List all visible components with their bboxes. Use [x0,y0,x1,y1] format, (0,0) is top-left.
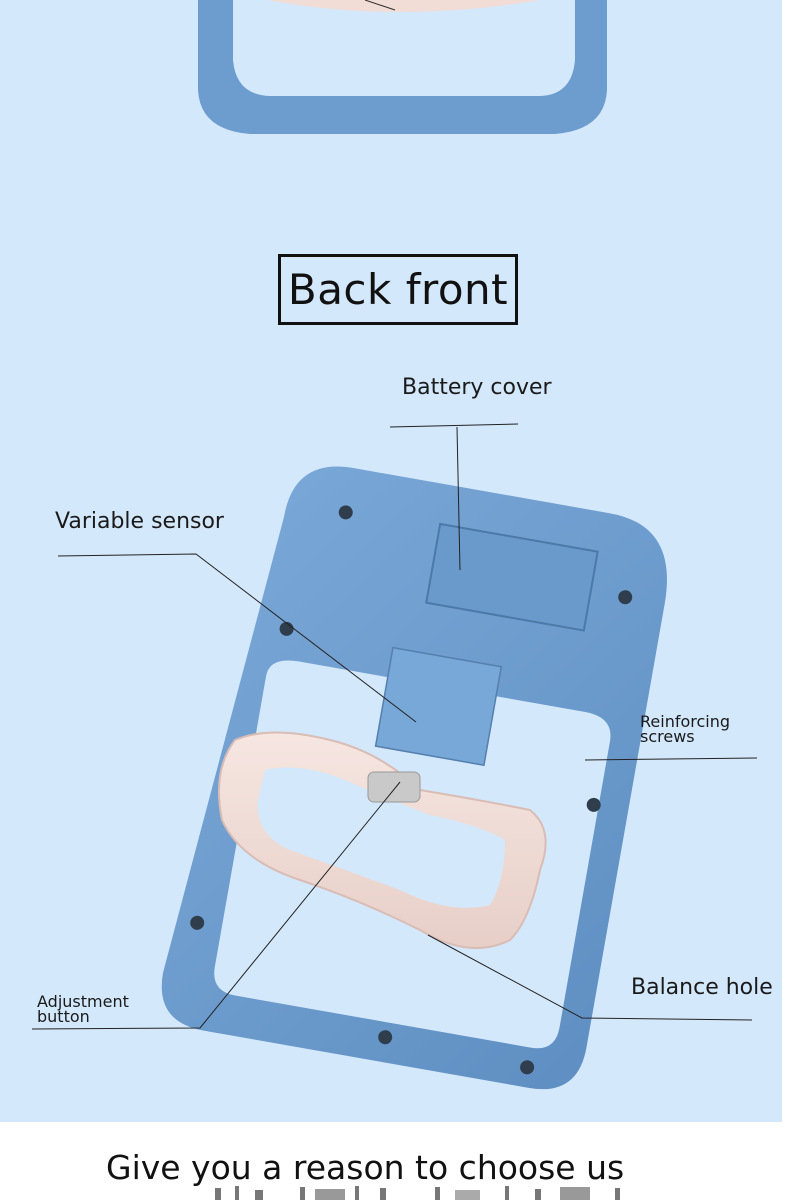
reinforcing-screws-label: Reinforcing screws [640,712,731,746]
leader-lines [31,423,758,1030]
reinforcing-screws-line2: screws [640,727,695,746]
battery-cover-leader [389,423,519,428]
footer-image-strip [215,1186,620,1200]
battery-cover-label: Battery cover [402,375,552,400]
top-device-frame [198,0,607,134]
balance-hole-label: Balance hole [631,975,773,1000]
screws [190,505,633,1075]
adjustment-button-leader [31,781,401,1030]
footer-title: Give you a reason to choose us [106,1148,625,1187]
variable-sensor-leader [57,553,417,723]
balance-hole-leader [427,934,753,1021]
pink-handle [217,731,547,949]
variable-sensor-label: Variable sensor [55,509,224,534]
adjustment-button-label: Adjustment button [37,992,129,1026]
battery-cover-panel [425,522,599,632]
reinforcing-screws-leader [584,757,758,761]
variable-sensor-block [374,646,503,767]
section-title: Back front [278,254,518,325]
reinforcing-screws-line1: Reinforcing [640,712,731,731]
adjustment-button-line2: button [37,1007,90,1026]
adjustment-button-line1: Adjustment [37,992,129,1011]
